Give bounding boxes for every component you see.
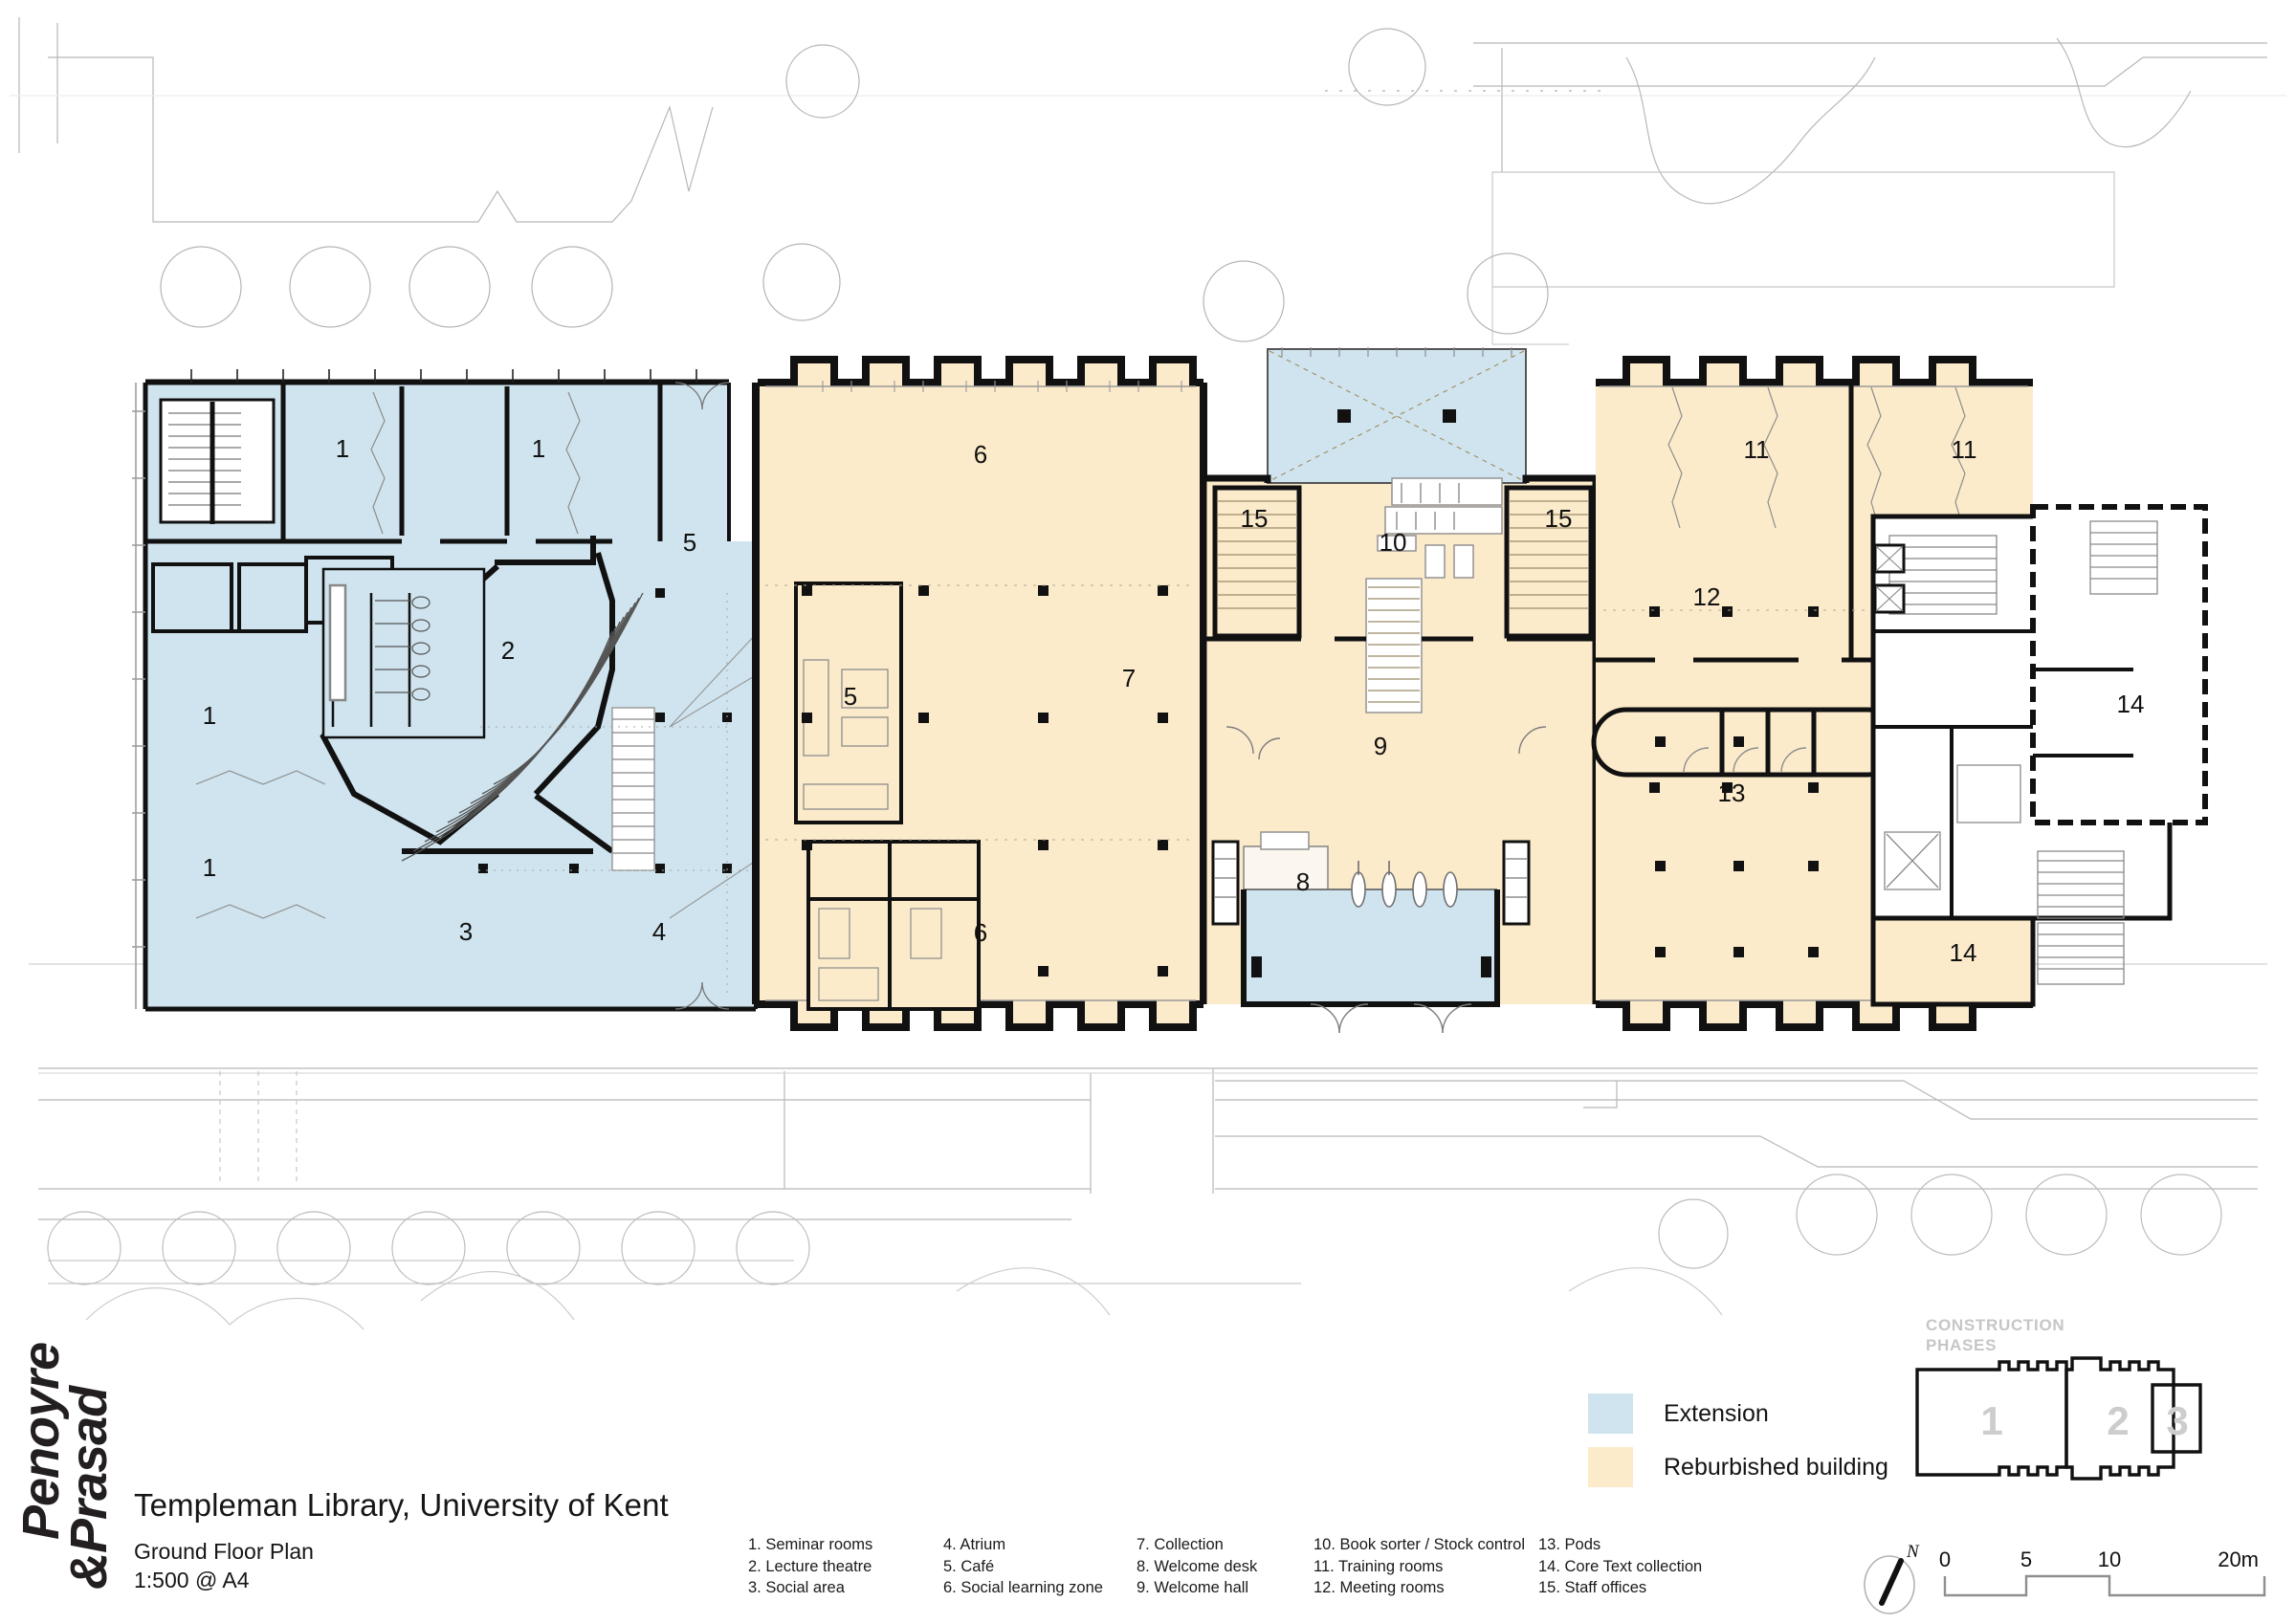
room-number-10: 10 [1380, 528, 1407, 557]
room-number-2: 2 [501, 636, 515, 665]
north-letter: N [1906, 1542, 1920, 1562]
key-item: 13. Pods [1538, 1536, 1601, 1553]
room-number-1: 1 [336, 434, 349, 463]
entrance-door-swings [674, 382, 730, 1010]
extension-block [132, 369, 795, 1012]
atrium-stair [611, 707, 655, 871]
welcome-hall-block [1200, 347, 1600, 1034]
phase-label-1: 1 [1980, 1398, 2002, 1443]
key-item: 4. Atrium [943, 1536, 1006, 1553]
book-sorter-machine [1377, 477, 1503, 579]
grid-lines-extension [478, 593, 756, 995]
room-number-3: 3 [459, 917, 473, 946]
movable-partitions [195, 391, 581, 919]
page-title: Templeman Library, University of Kent [134, 1487, 669, 1523]
room-number-15: 15 [1545, 504, 1573, 533]
key-item: 3. Social area [748, 1579, 845, 1596]
core-text-east-stair [2030, 504, 2208, 825]
meeting-room-pods [1591, 707, 1903, 778]
logo-line-2: &Prasad [60, 1386, 118, 1590]
key-item: 7. Collection [1137, 1536, 1224, 1553]
room-number-5: 5 [844, 682, 857, 711]
room-number-11: 11 [1952, 435, 1977, 464]
columns-central [802, 585, 1168, 977]
key-item: 12. Meeting rooms [1314, 1579, 1445, 1596]
lecture-seating [401, 592, 644, 862]
key-item: 6. Social learning zone [943, 1579, 1103, 1596]
cp-title-line-2: PHASES [1926, 1336, 1998, 1354]
practice-logo: Penoyre &Prasad [12, 1293, 119, 1590]
legend-row-extension: Extension [1588, 1392, 1888, 1436]
key-item: 8. Welcome desk [1137, 1557, 1258, 1575]
key-column-1: 1. Seminar rooms 2. Lecture theatre 3. S… [748, 1534, 943, 1599]
staff-office-stairs [1212, 485, 1594, 639]
refurbished-block-east [1591, 356, 2208, 1031]
room-number-6: 6 [974, 440, 987, 469]
room-number-9: 9 [1374, 732, 1387, 760]
key-item: 1. Seminar rooms [748, 1536, 873, 1553]
cp-title-line-1: CONSTRUCTION [1926, 1316, 2065, 1334]
key-column-4: 10. Book sorter / Stock control 11. Trai… [1314, 1534, 1538, 1599]
construction-phases-diagram: 1 2 3 [1915, 1356, 2202, 1481]
drawing-scale: 1:500 @ A4 [134, 1568, 250, 1592]
room-number-1: 1 [203, 701, 216, 730]
logo-line-1: Penoyre [12, 1342, 70, 1540]
refurbished-swatch [1588, 1447, 1633, 1487]
key-item: 14. Core Text collection [1538, 1557, 1703, 1575]
room-number-8: 8 [1296, 867, 1310, 896]
north-arrow: N [1864, 1542, 1920, 1614]
scale-bar: 0 5 10 20m [1939, 1547, 2266, 1597]
key-item: 15. Staff offices [1538, 1579, 1647, 1596]
room-number-7: 7 [1122, 664, 1136, 692]
colour-legend: Extension Reburbished building [1588, 1392, 1888, 1499]
room-number-11: 11 [1744, 435, 1770, 464]
key-item: 9. Welcome hall [1137, 1579, 1249, 1596]
tree-symbols-top [160, 28, 1549, 342]
site-context-lines [10, 17, 2286, 1284]
refurbished-block-central [752, 356, 1598, 1031]
drawing-subtitle: Ground Floor Plan 1:500 @ A4 [134, 1537, 314, 1594]
wc-block [321, 567, 486, 739]
key-item: 11. Training rooms [1314, 1557, 1444, 1575]
extension-label: Extension [1664, 1399, 1769, 1427]
legend-row-refurbished: Reburbished building [1588, 1445, 1888, 1489]
room-number-6: 6 [974, 918, 987, 947]
key-column-3: 7. Collection 8. Welcome desk 9. Welcome… [1137, 1534, 1314, 1599]
phase-label-3: 3 [2166, 1398, 2188, 1443]
refurbished-label: Reburbished building [1664, 1453, 1888, 1481]
room-number-4: 4 [652, 917, 666, 946]
cafe-pod [794, 582, 903, 824]
scale-tick-5: 5 [2020, 1547, 2032, 1571]
room-number-15: 15 [1241, 504, 1269, 533]
scale-tick-20: 20m [2218, 1547, 2259, 1571]
scale-tick-10: 10 [2098, 1547, 2121, 1571]
security-gates [1351, 861, 1458, 908]
room-number-13: 13 [1718, 779, 1746, 807]
room-number-14: 14 [2117, 690, 2145, 718]
room-number-12: 12 [1693, 582, 1721, 611]
lift-cores [1211, 840, 1531, 926]
extension-swatch [1588, 1394, 1633, 1434]
phase-label-2: 2 [2107, 1398, 2129, 1443]
central-wc-cluster [806, 840, 981, 1011]
drawing-type: Ground Floor Plan [134, 1539, 314, 1564]
room-key-list: 1. Seminar rooms 2. Lecture theatre 3. S… [748, 1534, 1730, 1599]
key-item: 2. Lecture theatre [748, 1557, 872, 1575]
room-number-14: 14 [1950, 938, 1977, 967]
room-number-1: 1 [532, 434, 545, 463]
scale-tick-0: 0 [1939, 1547, 1951, 1571]
key-column-5: 13. Pods 14. Core Text collection 15. St… [1538, 1534, 1730, 1599]
tree-symbols-bottom [47, 1174, 2222, 1330]
room-number-1: 1 [203, 853, 216, 882]
main-stair-welcome-hall [1365, 578, 1423, 713]
key-column-2: 4. Atrium 5. Café 6. Social learning zon… [943, 1534, 1137, 1599]
key-item: 5. Café [943, 1557, 995, 1575]
key-item: 10. Book sorter / Stock control [1314, 1536, 1526, 1553]
room-number-5: 5 [683, 528, 696, 557]
construction-phases-title: CONSTRUCTION PHASES [1926, 1315, 2064, 1355]
